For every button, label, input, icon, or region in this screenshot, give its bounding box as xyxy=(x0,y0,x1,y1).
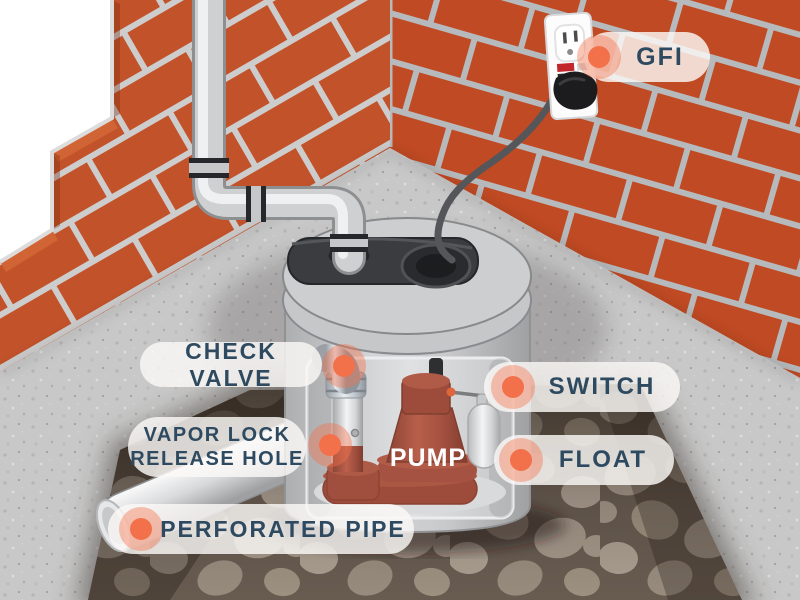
vapor-lock-release-hole xyxy=(350,428,360,438)
check-valve-marker-icon xyxy=(333,355,355,377)
label-vapor-lock-release-hole: VAPOR LOCK RELEASE HOLE xyxy=(128,417,306,477)
switch-marker-icon xyxy=(502,376,524,398)
label-float: FLOAT xyxy=(494,435,674,485)
pipe-coupling xyxy=(330,234,368,252)
pipe-coupling xyxy=(189,158,229,178)
label-check-valve: CHECK VALVE xyxy=(140,338,322,391)
discharge-piping xyxy=(189,0,370,275)
pipe-coupling xyxy=(246,186,266,222)
gfi-label-text: GFI xyxy=(636,42,684,71)
perforated-pipe-marker-icon xyxy=(130,518,152,540)
check-valve-label-text: CHECK VALVE xyxy=(185,337,277,391)
perforated-pipe-label-text: PERFORATED PIPE xyxy=(160,515,406,542)
switch-label-text: SWITCH xyxy=(548,373,656,400)
vapor-lock-line2-text: RELEASE HOLE xyxy=(130,448,304,470)
float-body xyxy=(467,403,501,469)
vapor-lock-marker-icon xyxy=(319,434,341,456)
power-cable xyxy=(434,96,556,264)
pump xyxy=(386,358,468,463)
label-pump: PUMP xyxy=(389,444,467,472)
float-label-text: FLOAT xyxy=(558,446,648,473)
vapor-lock-line1-text: VAPOR LOCK xyxy=(143,424,291,446)
label-gfi: GFI xyxy=(584,32,710,82)
switch-pivot xyxy=(446,387,456,397)
label-perforated-pipe: PERFORATED PIPE xyxy=(108,504,414,554)
power-plug xyxy=(553,71,598,110)
gfi-marker-icon xyxy=(588,46,610,68)
float-switch xyxy=(446,387,501,469)
float-marker-icon xyxy=(510,449,532,471)
label-switch: SWITCH xyxy=(484,362,680,412)
gfi-test-button xyxy=(556,62,575,72)
